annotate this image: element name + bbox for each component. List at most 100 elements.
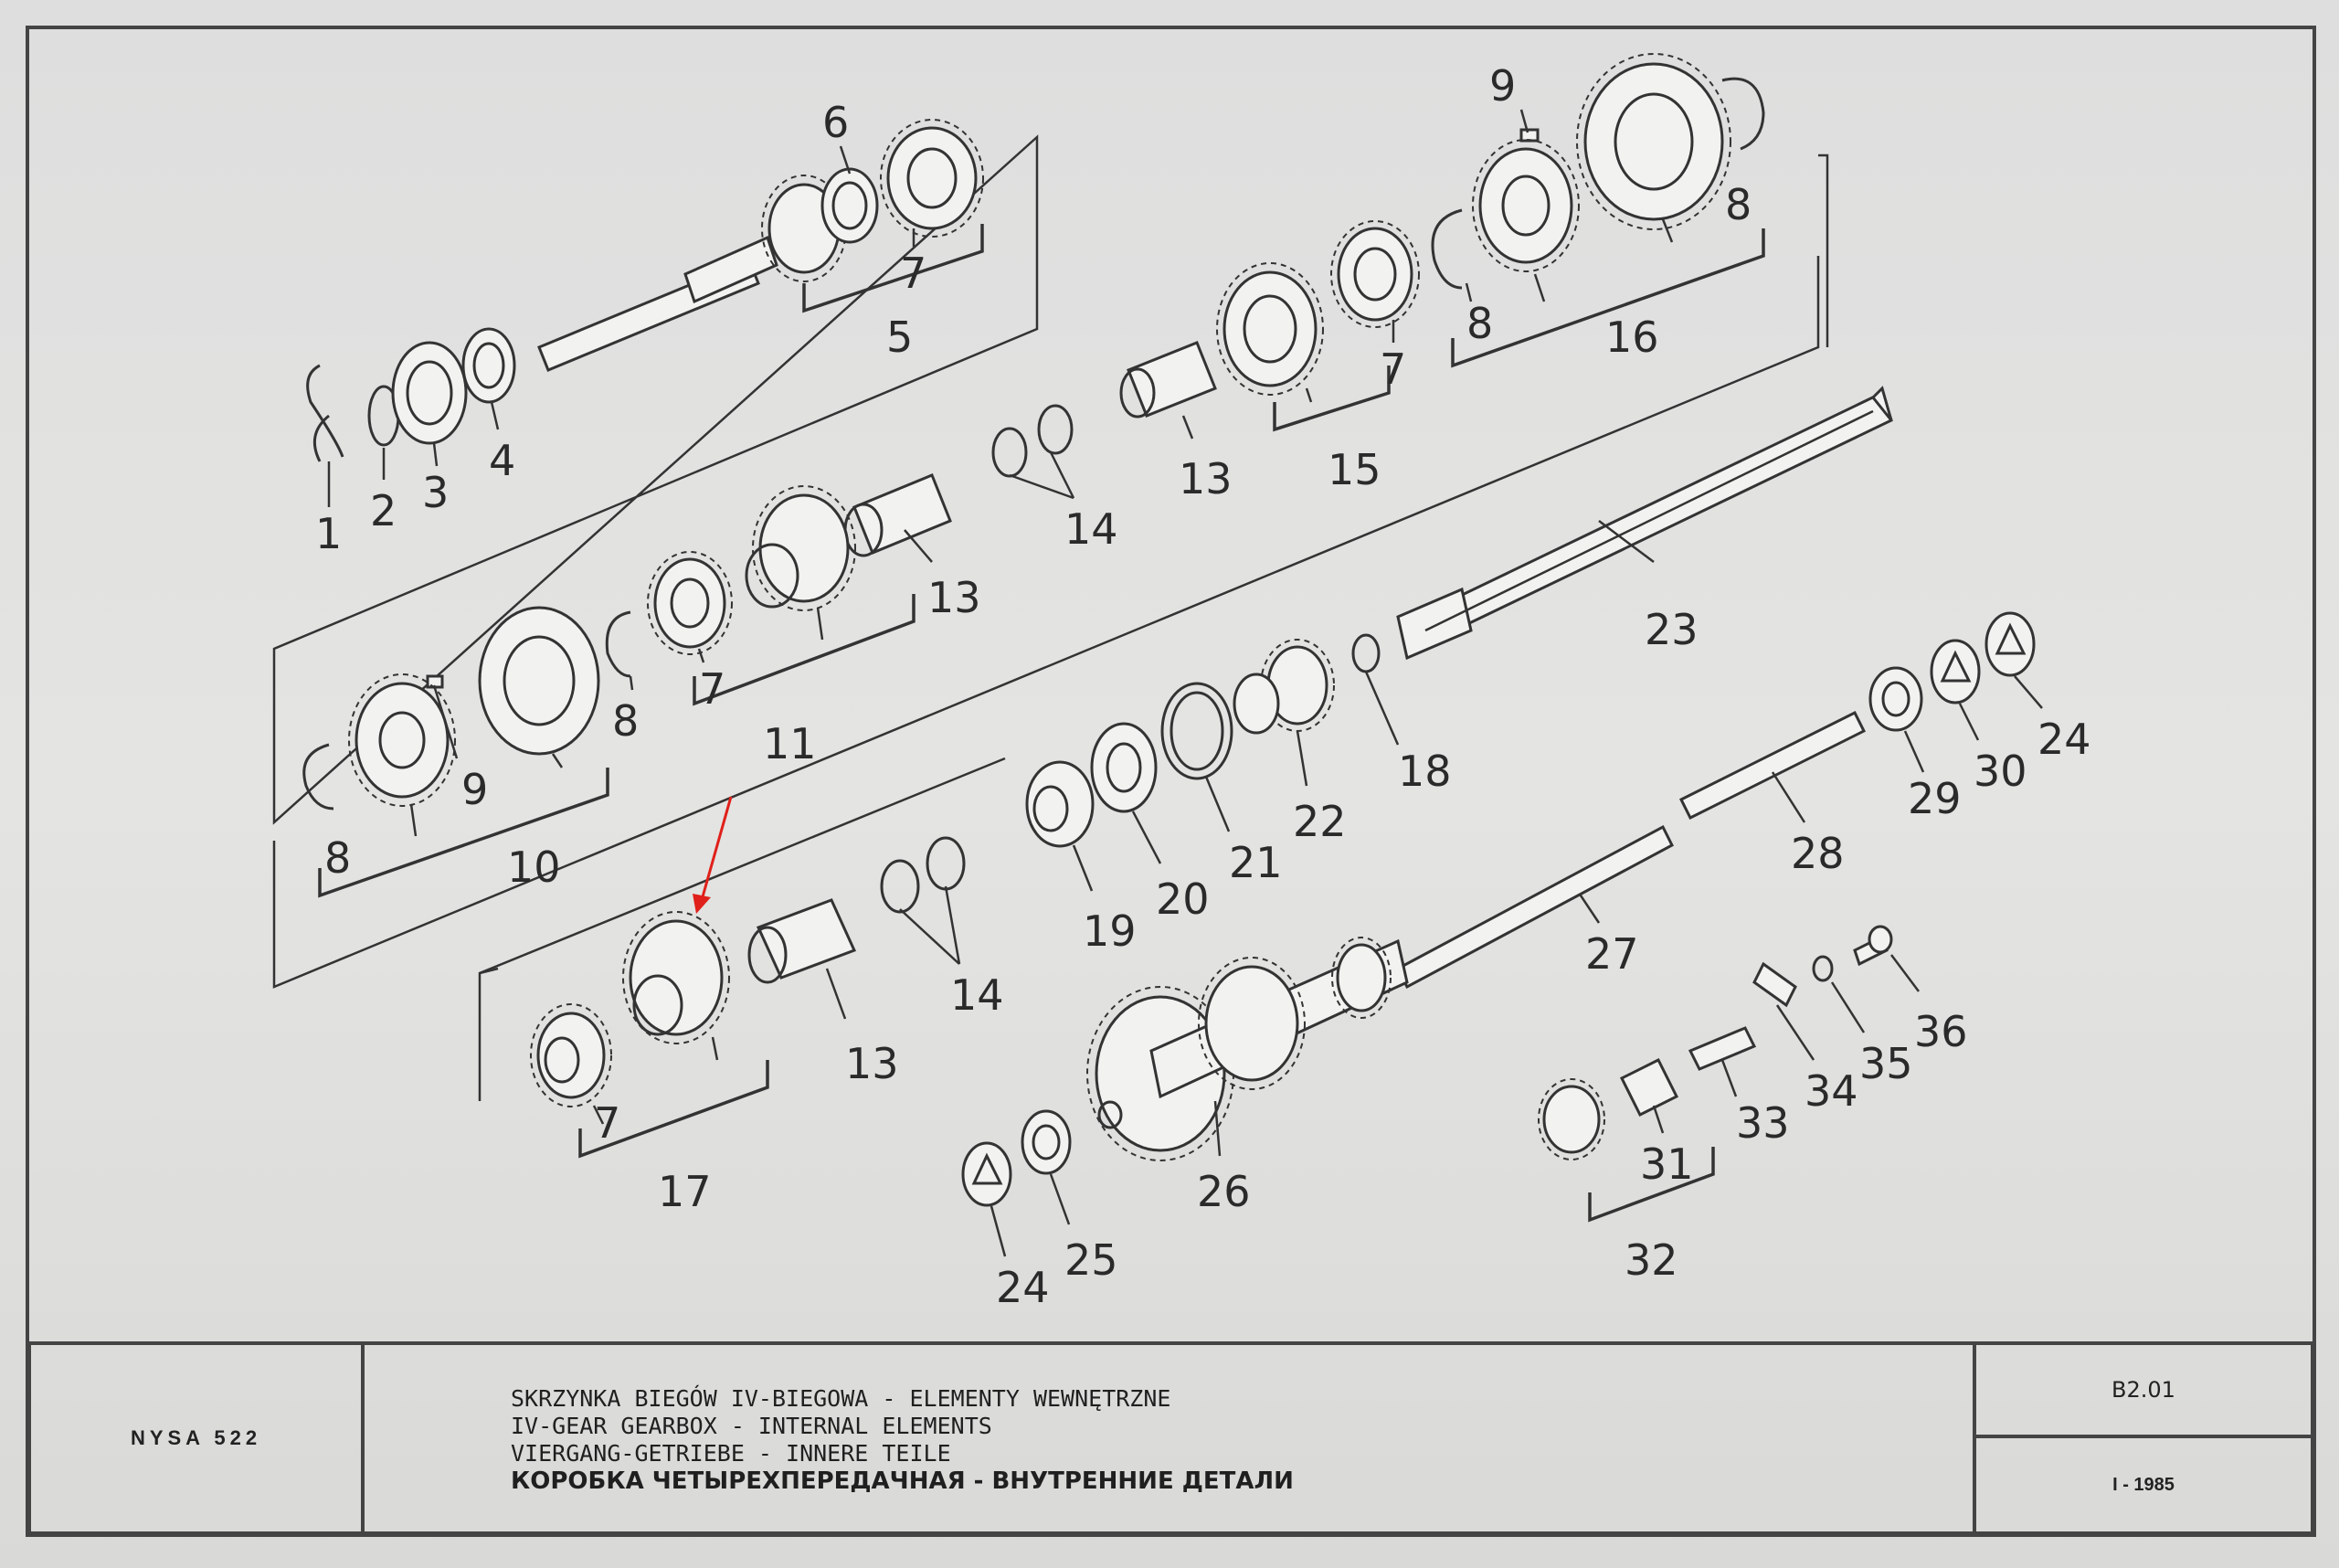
label-13c: 13: [845, 1039, 899, 1088]
ring-24-right: [1984, 611, 2036, 677]
bushing-13-top-end: [1119, 367, 1156, 418]
needle-bearing-6: [820, 167, 879, 244]
lower-group-edge: [479, 967, 499, 975]
cluster-gear-26-mid: [1204, 965, 1299, 1082]
label-8a: 8: [1725, 180, 1752, 229]
label-16: 16: [1605, 313, 1659, 362]
ring-24-right-shape: [1995, 622, 2027, 655]
label-34: 34: [1805, 1066, 1858, 1116]
label-20: 20: [1156, 874, 1210, 924]
label-36: 36: [1914, 1007, 1968, 1056]
bracket-32: [1588, 1147, 1715, 1223]
reference-column: B2.01 I - 1985: [1976, 1345, 2311, 1531]
synchro-ring-7-low-teeth: [530, 1003, 612, 1107]
label-24a: 24: [2037, 715, 2091, 764]
part-number-labels: 1 2 3 4 5 6 7 9 8 16 8 7 15 13 14 13 11 …: [315, 61, 2091, 1312]
ring-4: [461, 327, 516, 404]
label-7c: 7: [699, 664, 725, 714]
label-35: 35: [1859, 1039, 1913, 1088]
bracket-10: [318, 768, 609, 898]
label-6: 6: [822, 98, 849, 147]
gear-17-bore: [632, 974, 683, 1036]
plate-34: [1752, 961, 1797, 1008]
label-27: 27: [1585, 929, 1639, 979]
label-14a: 14: [1064, 504, 1118, 554]
washer-14-c: [926, 836, 966, 891]
main-shaft-23: [1396, 386, 1893, 661]
label-21: 21: [1229, 838, 1283, 887]
label-24b: 24: [996, 1263, 1050, 1312]
input-shaft-group-outline: [272, 134, 1039, 825]
label-7d: 7: [594, 1098, 620, 1148]
title-russian: КОРОБКА ЧЕТЫРЕХПЕРЕДАЧНАЯ - ВНУТРЕННИЕ Д…: [511, 1467, 1294, 1495]
synchro-ring-7: [886, 126, 978, 230]
circlip-8-top: [1721, 77, 1765, 151]
circlip-8-mid: [1431, 208, 1463, 290]
model-name: NYSA 522: [31, 1345, 365, 1531]
synchro-ring-7-low-bore: [544, 1036, 580, 1084]
gear-11-large: [758, 493, 850, 603]
title-english: IV-GEAR GEARBOX - INTERNAL ELEMENTS: [511, 1413, 992, 1439]
title-block: NYSA 522 SKRZYNKA BIEGÓW IV-BIEGOWA - EL…: [27, 1341, 2314, 1535]
leader-lines: [327, 109, 2043, 1257]
gear-17-large: [629, 919, 724, 1036]
hub-10-bore: [378, 711, 426, 769]
needle-bearing-25-bore: [1032, 1124, 1061, 1160]
pin-33: [1688, 1026, 1757, 1071]
label-8d: 8: [324, 833, 351, 883]
hub-10-teeth: [348, 673, 456, 807]
ring-4-inner: [472, 342, 505, 389]
cluster-gear-26-small: [1336, 943, 1387, 1012]
needle-bearing-25: [1021, 1109, 1072, 1175]
bracket-5: [802, 224, 984, 313]
reverse-gear-32: [1542, 1085, 1601, 1154]
label-1: 1: [315, 509, 342, 558]
synchro-ring-7-mid: [653, 557, 726, 649]
washer-30-shape: [1940, 650, 1972, 683]
synchro-ring-7-bore: [906, 147, 958, 209]
bushing-31: [1619, 1057, 1679, 1118]
bushing-13-low-end: [747, 926, 788, 984]
label-9b: 9: [461, 765, 488, 814]
cluster-gear-26-mid-teeth: [1198, 957, 1306, 1090]
input-shaft-collar: [683, 235, 778, 304]
drawing-frame: [26, 26, 2316, 1537]
sleeve-10: [478, 606, 600, 756]
bearing-20: [1090, 722, 1158, 813]
label-29: 29: [1908, 774, 1962, 823]
sleeve-10-bore: [503, 635, 576, 726]
bushing-13-top: [1127, 341, 1217, 418]
gear-15: [1222, 270, 1318, 387]
ring-24-left: [961, 1141, 1012, 1207]
issue-date: I - 1985: [2112, 1474, 2175, 1495]
label-11: 11: [763, 719, 817, 768]
input-shaft-assembly: [306, 119, 984, 462]
bearing-3: [391, 341, 468, 445]
label-28: 28: [1791, 829, 1845, 878]
highlight-arrow: [693, 796, 733, 914]
upper-group-outline: [272, 256, 1820, 989]
gear-22-hub: [1233, 673, 1280, 735]
bracket-17: [578, 1060, 769, 1159]
bushing-19: [1025, 760, 1095, 848]
label-25: 25: [1064, 1235, 1118, 1285]
gear-11-large-teeth: [752, 485, 856, 611]
washer-14-d: [880, 859, 920, 914]
label-8c: 8: [612, 696, 639, 746]
bushing-19-bore: [1032, 785, 1069, 832]
bushing-13-low: [756, 898, 857, 980]
bushing-13-mid: [852, 473, 952, 555]
label-15: 15: [1328, 445, 1381, 494]
label-5: 5: [886, 313, 913, 362]
bracket-16: [1451, 228, 1765, 368]
washer-14-a: [1037, 404, 1074, 455]
synchro-hub-teeth: [1472, 139, 1580, 272]
washer-35: [1812, 955, 1834, 982]
cluster-gear-26-bore: [1097, 1100, 1123, 1129]
label-33: 33: [1736, 1098, 1790, 1148]
label-13b: 13: [927, 573, 981, 622]
label-4: 4: [489, 436, 515, 485]
label-2: 2: [370, 486, 397, 535]
title-german: VIERGANG-GETRIEBE - INNERE TEILE: [511, 1440, 951, 1467]
